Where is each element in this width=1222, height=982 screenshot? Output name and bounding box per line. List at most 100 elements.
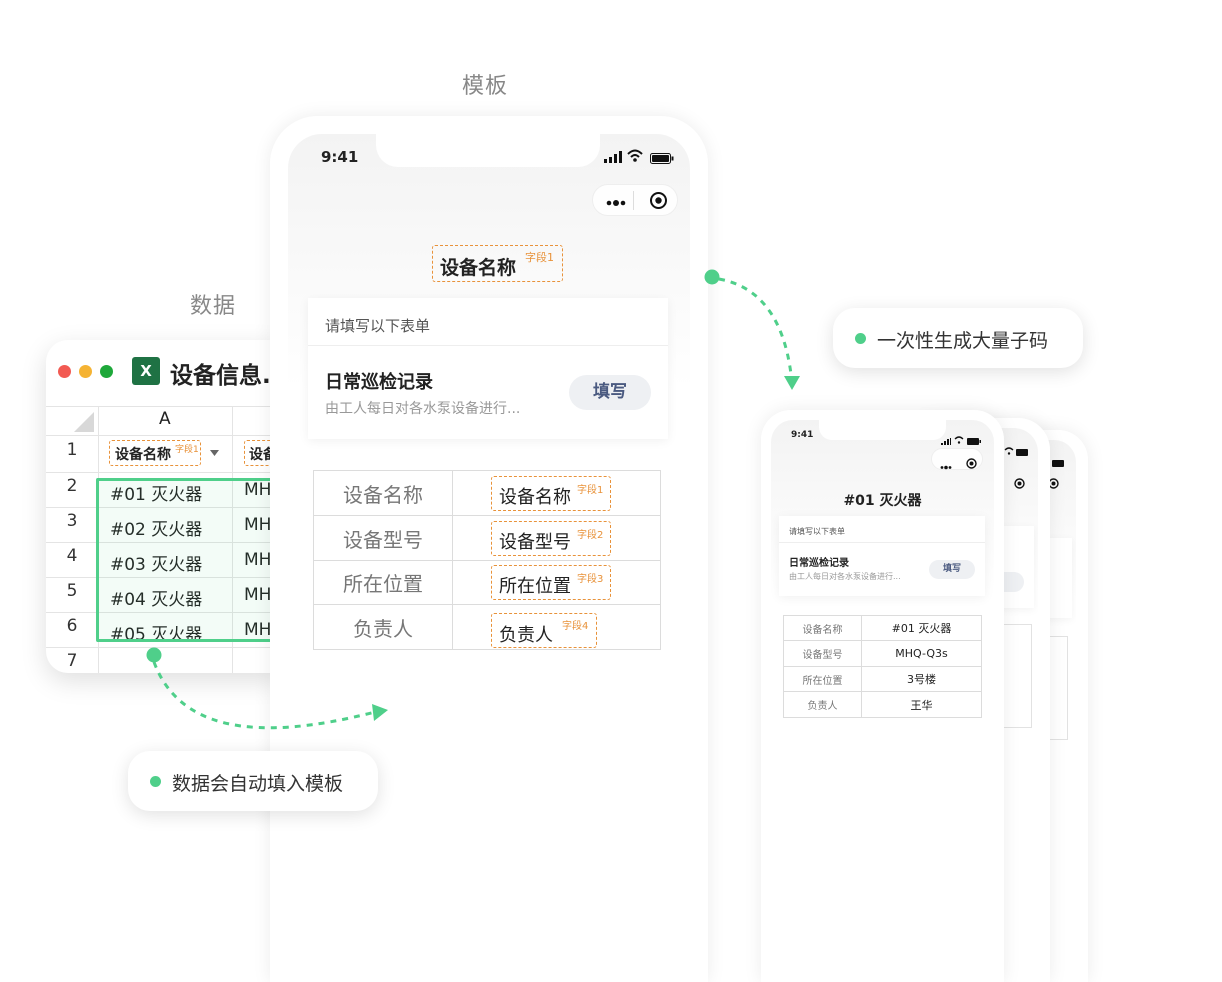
battery-icon [967, 430, 981, 449]
generate-arrow [718, 277, 793, 375]
generated-phone: 9:41 #01 灭火器 请填写以下表单 日常巡检记录 由工人每日对各水泵设备进… [761, 410, 1004, 982]
fill-button[interactable]: 填写 [569, 375, 651, 410]
phone-notch [819, 420, 946, 440]
maximize-dot-icon[interactable] [100, 365, 113, 378]
title-field-placeholder[interactable]: 设备名称 字段1 [432, 245, 563, 282]
table-row: 负责人 王华 [783, 691, 982, 718]
close-target-icon [1014, 474, 1025, 493]
status-time: 9:41 [791, 430, 814, 440]
field-table: 设备名称 设备名称 字段1 设备型号 设备型号 字段2 [313, 470, 661, 650]
battery-icon [1052, 452, 1065, 471]
device-name-cell[interactable]: #04 灭火器 [110, 590, 203, 610]
table-row: 负责人 负责人 字段4 [313, 604, 661, 650]
row-number: 5 [66, 581, 78, 601]
selection-range[interactable] [96, 478, 282, 642]
form-card: 请填写以下表单 日常巡检记录 由工人每日对各水泵设备进行... 填写 [308, 298, 668, 439]
field-placeholder[interactable]: 设备型号 字段2 [491, 521, 611, 556]
field-tag: 字段2 [577, 530, 604, 541]
row-label: 所在位置 [313, 560, 453, 605]
table-row: 设备名称 #01 灭火器 [783, 615, 982, 641]
device-model-cell[interactable]: MH [244, 620, 272, 640]
row-label: 设备名称 [313, 470, 453, 516]
close-target-icon[interactable] [966, 454, 977, 473]
more-icon[interactable] [606, 194, 626, 213]
header-field-cell[interactable]: 设备名称 字段1 [109, 440, 201, 466]
field-placeholder[interactable]: 设备名称 字段1 [491, 476, 611, 511]
select-all-corner-icon[interactable] [74, 412, 94, 432]
device-model-cell[interactable]: MH [244, 585, 272, 605]
phone-notch [376, 134, 600, 167]
wifi-icon [627, 147, 643, 166]
autofill-arrow [152, 661, 376, 730]
sheet-title: 设备信息... [170, 363, 282, 389]
result-table: 设备名称 #01 灭火器 设备型号 MHQ-Q3s 所在位置 3号楼 负责人 王… [783, 615, 982, 718]
excel-icon: X [132, 357, 160, 385]
row-label: 所在位置 [783, 666, 862, 692]
fill-button[interactable]: 填写 [929, 560, 975, 579]
row-label: 负责人 [783, 691, 862, 718]
record-title: 日常巡检记录 [325, 372, 433, 393]
row-value: #01 灭火器 [861, 615, 982, 641]
row-number: 3 [66, 511, 78, 531]
column-header-a[interactable]: A [159, 409, 171, 429]
row-value: MHQ-Q3s [861, 640, 982, 667]
template-phone-screen: 9:41 设备名称 字段1 请填写以下表单 日常巡检记录 由工人每日对各水泵设备… [288, 134, 690, 982]
table-row: 设备型号 设备型号 字段2 [313, 515, 661, 561]
close-target-icon[interactable] [649, 191, 668, 214]
record-description: 由工人每日对各水泵设备进行... [325, 401, 521, 417]
row-label: 设备名称 [783, 615, 862, 641]
device-model-cell[interactable]: MH [244, 480, 272, 500]
data-section-label: 数据 [190, 294, 237, 319]
dropdown-arrow-icon[interactable] [210, 450, 219, 456]
record-description: 由工人每日对各水泵设备进行... [789, 572, 901, 581]
row-number: 1 [66, 440, 78, 460]
more-icon[interactable] [940, 456, 952, 475]
wifi-icon [1004, 440, 1014, 459]
row-number: 6 [66, 616, 78, 636]
arrow-head-icon [784, 376, 800, 390]
device-name-cell[interactable]: #03 灭火器 [110, 555, 203, 575]
device-model-cell[interactable]: MH [244, 550, 272, 570]
generated-phone-screen: 9:41 #01 灭火器 请填写以下表单 日常巡检记录 由工人每日对各水泵设备进… [771, 420, 994, 982]
template-section-label: 模板 [462, 74, 509, 99]
device-model-cell[interactable]: MH [244, 515, 272, 535]
spreadsheet-window: X 设备信息... A 1 2 3 4 5 6 7 设备名称 字段1 设备 [46, 340, 282, 673]
row-value: 王华 [861, 691, 982, 718]
mini-program-capsule [931, 448, 983, 470]
generate-callout: 一次性生成大量子码 [833, 308, 1083, 368]
field-tag: 字段1 [525, 251, 554, 264]
status-time: 9:41 [321, 148, 359, 166]
bullet-dot-icon [150, 776, 161, 787]
close-dot-icon[interactable] [58, 365, 71, 378]
generated-title: #01 灭火器 [843, 493, 922, 509]
row-number: 2 [66, 476, 78, 496]
form-prompt: 请填写以下表单 [789, 527, 845, 536]
minimize-dot-icon[interactable] [79, 365, 92, 378]
row-label: 负责人 [313, 604, 453, 650]
device-name-cell[interactable]: #02 灭火器 [110, 520, 203, 540]
arrow-head-icon [372, 704, 388, 721]
field-tag: 字段1 [577, 485, 604, 496]
record-title: 日常巡检记录 [789, 558, 849, 569]
table-row: 设备型号 MHQ-Q3s [783, 640, 982, 667]
table-row: 所在位置 3号楼 [783, 666, 982, 692]
battery-icon [1016, 441, 1029, 460]
field-placeholder[interactable]: 负责人 字段4 [491, 613, 597, 648]
template-phone: 9:41 设备名称 字段1 请填写以下表单 日常巡检记录 由工人每日对各水泵设备… [270, 116, 708, 982]
field-placeholder[interactable]: 所在位置 字段3 [491, 565, 611, 600]
arrow-start-dot-icon [146, 647, 162, 663]
battery-icon [650, 149, 674, 168]
row-number: 4 [66, 546, 78, 566]
form-prompt: 请填写以下表单 [325, 317, 431, 335]
field-tag: 字段3 [577, 574, 604, 585]
row-value: 3号楼 [861, 666, 982, 692]
field-tag: 字段1 [175, 445, 199, 455]
row-number: 7 [66, 651, 78, 671]
form-card: 请填写以下表单 日常巡检记录 由工人每日对各水泵设备进行... 填写 [779, 516, 985, 596]
device-name-cell[interactable]: #01 灭火器 [110, 485, 203, 505]
wifi-icon [954, 429, 964, 448]
bullet-dot-icon [855, 333, 866, 344]
arrow-start-dot-icon [704, 269, 720, 285]
table-row: 设备名称 设备名称 字段1 [313, 470, 661, 516]
